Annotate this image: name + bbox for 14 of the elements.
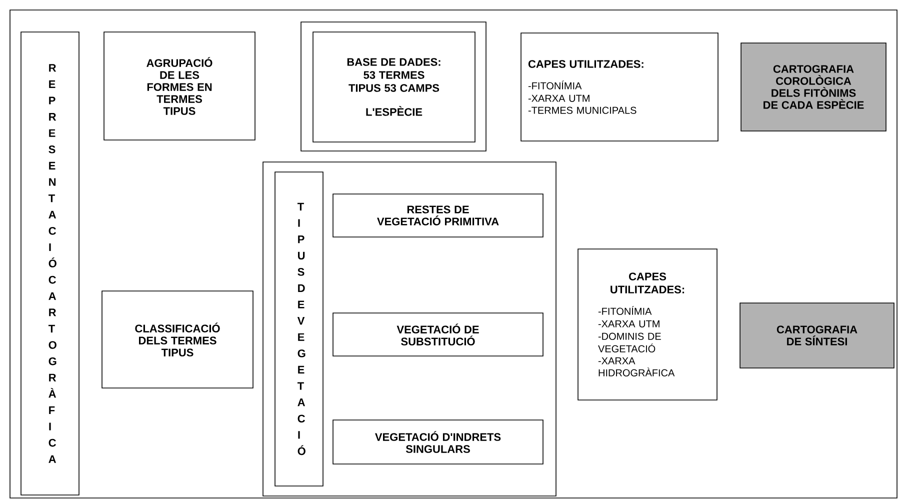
- process-box: CLASSIFICACIÓ DELS TERMES TIPUS: [102, 290, 254, 388]
- process-box: VEGETACIÓ D'INDRETS SINGULARS: [332, 420, 544, 464]
- process-box: AGRUPACIÓ DE LES FORMES EN TERMES TIPUS: [104, 32, 256, 140]
- shaded-box: CARTOGRAFIA DE SÍNTESI: [740, 302, 894, 368]
- info-box: CAPES UTILITZADES: -FITONÍMIA -XARXA UTM -DOMINIS DE VEGETACIÓ -XARXA HIDROGRÀFICA: [578, 248, 718, 400]
- info-box: CAPES UTILITZADES: -FITONÍMIA -XARXA UTM -TERMES MUNICIPALS: [520, 32, 718, 142]
- process-box: RESTES DE VEGETACIÓ PRIMITIVA: [332, 194, 544, 238]
- process-box: BASE DE DADES: 53 TERMES TIPUS 53 CAMPS L'ESPÈCIE: [312, 32, 476, 142]
- vertical-label-box: TIPUS DE VEGETACIÓ: [274, 172, 324, 486]
- frame-box: [300, 22, 486, 152]
- vertical-label-box: REPRESENTACIÓ CARTOGRÀFICA: [20, 32, 80, 496]
- frame-box: [262, 162, 556, 496]
- process-box: VEGETACIÓ DE SUBSTITUCIÓ: [332, 312, 544, 356]
- shaded-box: CARTOGRAFIA COROLÒGICA DELS FITÒNIMS DE CADA ESPÈCIE: [740, 42, 886, 132]
